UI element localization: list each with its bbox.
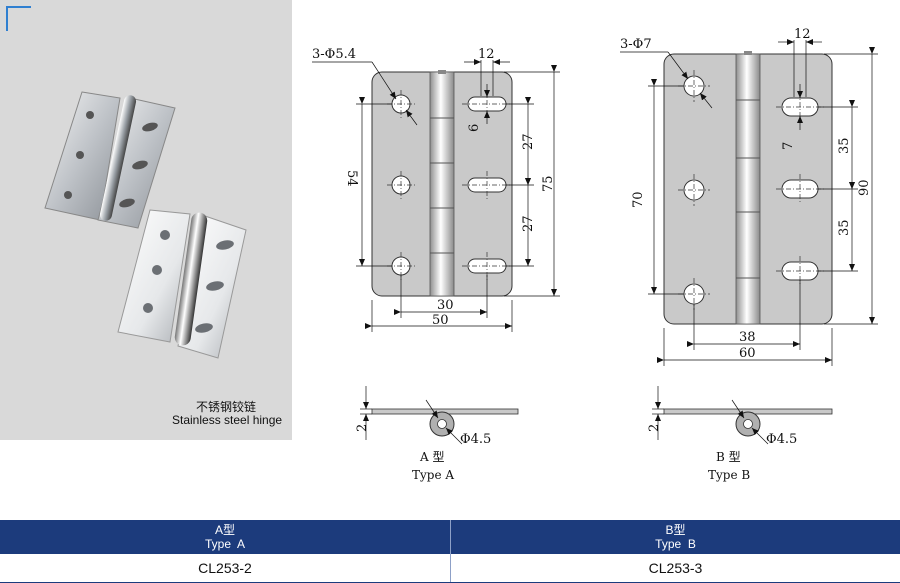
type-a-drawing: 3-Φ5.4 12 6 54 27 27 75 30 50 2 Φ4.5 A 型… — [312, 47, 560, 482]
model-cell-type-b: CL253-3 — [648, 560, 703, 576]
hinge-photo-front — [117, 209, 247, 359]
product-photo-panel: 不锈钢铰链 Stainless steel hinge — [0, 0, 292, 440]
type-a-label-cn: A 型 — [419, 450, 444, 464]
type-a-dim-overall-width: 50 — [432, 313, 449, 328]
type-b-holes-label: 3-Φ7 — [620, 37, 652, 52]
type-b-dim-inner-width: 38 — [739, 330, 756, 345]
type-a-dim-slot-spacing: 12 — [478, 47, 495, 62]
type-b-drawing: 3-Φ7 12 7 70 35 35 90 38 60 2 Φ4.5 B 型 T… — [620, 27, 878, 482]
type-b-dim-thickness: 2 — [647, 424, 662, 432]
type-a-dim-lower-pitch: 27 — [521, 215, 536, 232]
type-a-dim-upper-pitch: 27 — [521, 133, 536, 150]
photo-caption-english: Stainless steel hinge — [172, 413, 283, 427]
header-type-a-cn: A型 — [214, 523, 235, 537]
technical-drawings: 3-Φ5.4 12 6 54 27 27 75 30 50 2 Φ4.5 A 型… — [312, 27, 878, 482]
type-b-dim-upper-pitch: 35 — [837, 137, 852, 154]
header-cell-type-a: A型 Type A — [0, 520, 450, 554]
type-a-dim-slot-height: 6 — [467, 124, 482, 132]
model-cell-type-a: CL253-2 — [198, 560, 252, 576]
header-type-b-cn: B型 — [665, 523, 686, 537]
type-b-dim-hole-span: 70 — [631, 191, 646, 208]
type-a-dim-overall-height: 75 — [541, 175, 556, 192]
header-type-b-en: Type B — [655, 537, 696, 551]
header-type-a-en: Type A — [204, 537, 246, 551]
type-b-dim-slot-height: 7 — [781, 142, 796, 150]
type-b-label-cn: B 型 — [716, 450, 741, 464]
model-table: A型 Type A B型 Type B CL253-2 CL253-3 — [0, 520, 900, 583]
type-b-dim-overall-height: 90 — [857, 179, 872, 196]
photo-caption-chinese: 不锈钢铰链 — [196, 400, 257, 414]
type-a-label-en: Type A — [412, 468, 454, 482]
type-a-dim-inner-width: 30 — [437, 298, 454, 313]
type-b-label-en: Type B — [708, 468, 750, 482]
hinge-photo-back — [44, 91, 176, 229]
corner-bracket-icon — [6, 6, 31, 31]
type-a-dim-thickness: 2 — [355, 424, 370, 432]
table-column-divider — [450, 520, 451, 582]
type-b-dim-lower-pitch: 35 — [837, 219, 852, 236]
type-b-dim-slot-spacing: 12 — [794, 27, 811, 42]
type-a-dim-pin-diameter: Φ4.5 — [460, 432, 491, 447]
type-a-dim-hole-span: 54 — [344, 170, 359, 187]
type-b-dim-pin-diameter: Φ4.5 — [766, 432, 797, 447]
type-b-dim-overall-width: 60 — [739, 346, 756, 361]
header-cell-type-b: B型 Type B — [451, 520, 900, 554]
type-a-holes-label: 3-Φ5.4 — [312, 47, 356, 62]
